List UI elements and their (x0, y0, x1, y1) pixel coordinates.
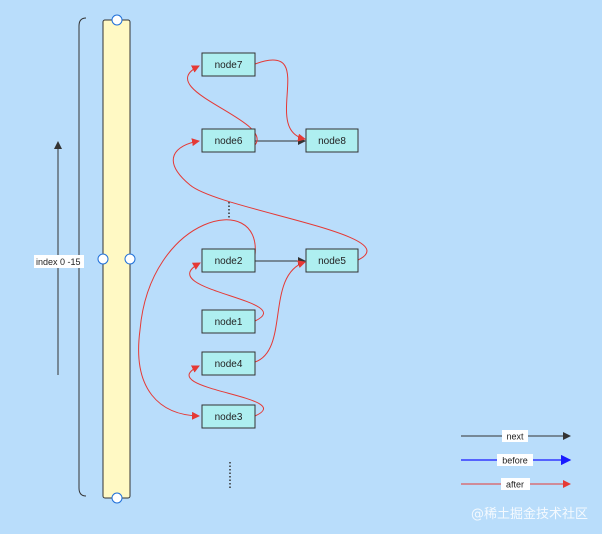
node-node7[interactable]: node7 (201, 52, 256, 77)
node-label-node8: node8 (318, 136, 346, 147)
after-arrow-node6-node7 (187, 65, 258, 146)
legend: next before after (461, 430, 572, 490)
node-node8[interactable]: node8 (305, 128, 359, 153)
node-label-node4: node4 (215, 359, 243, 370)
node-label-node6: node6 (215, 136, 243, 147)
after-arrow-node2-node3 (138, 219, 256, 420)
legend-next-label: next (506, 432, 524, 442)
array-handle-right[interactable] (124, 253, 136, 265)
node-node6[interactable]: node6 (201, 128, 256, 153)
node-label-node1: node1 (215, 317, 243, 328)
index-label: index 0 -15 (36, 257, 81, 267)
after-arrow-node4-node5 (254, 260, 306, 363)
legend-after-label: after (506, 480, 524, 490)
node-label-node5: node5 (318, 256, 346, 267)
after-arrow-node3-node4 (188, 365, 265, 417)
watermark: @稀土掘金技术社区 (471, 506, 588, 522)
node-label-node3: node3 (215, 412, 243, 423)
array-handle-bottom[interactable] (111, 492, 123, 504)
legend-before-label: before (502, 456, 528, 466)
after-arrow-node1-node2 (189, 262, 264, 322)
node-node4[interactable]: node4 (201, 351, 256, 376)
array-handle-left[interactable] (97, 253, 109, 265)
after-arrow-node7-node8 (254, 59, 306, 142)
node-node3[interactable]: node3 (201, 404, 256, 429)
node-label-node7: node7 (215, 60, 243, 71)
node-label-node2: node2 (215, 256, 243, 267)
node-node2[interactable]: node2 (201, 248, 256, 273)
index-label-bg (34, 255, 84, 268)
after-arrow-node5-node6 (172, 138, 368, 261)
node-node5[interactable]: node5 (305, 248, 359, 273)
array-handle-top[interactable] (111, 14, 123, 26)
node-node1[interactable]: node1 (201, 309, 256, 334)
